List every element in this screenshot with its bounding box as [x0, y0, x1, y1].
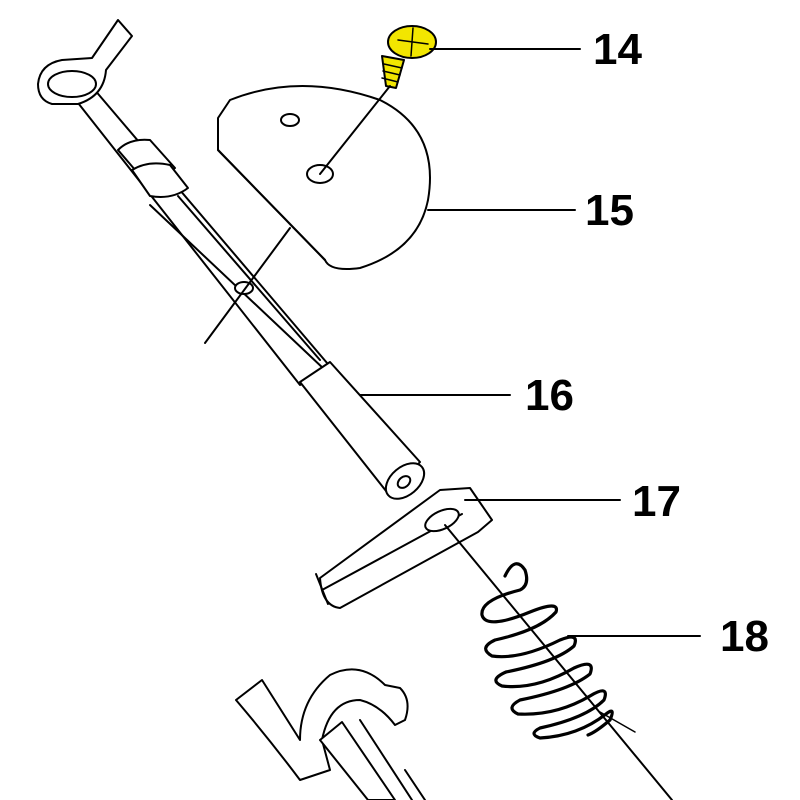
callout-label-18: 18	[720, 612, 769, 661]
screw-part	[319, 25, 437, 175]
callout-label-16: 16	[525, 371, 574, 420]
lever-part	[315, 487, 673, 800]
callout-label-14: 14	[593, 25, 642, 74]
lower-bracket-part	[235, 668, 426, 800]
sleeve-part	[299, 361, 426, 500]
shaft-part	[37, 19, 334, 386]
disc-plate-part	[217, 85, 431, 270]
spring-part	[480, 562, 636, 740]
callout-label-15: 15	[585, 186, 634, 235]
callout-label-17: 17	[632, 477, 681, 526]
